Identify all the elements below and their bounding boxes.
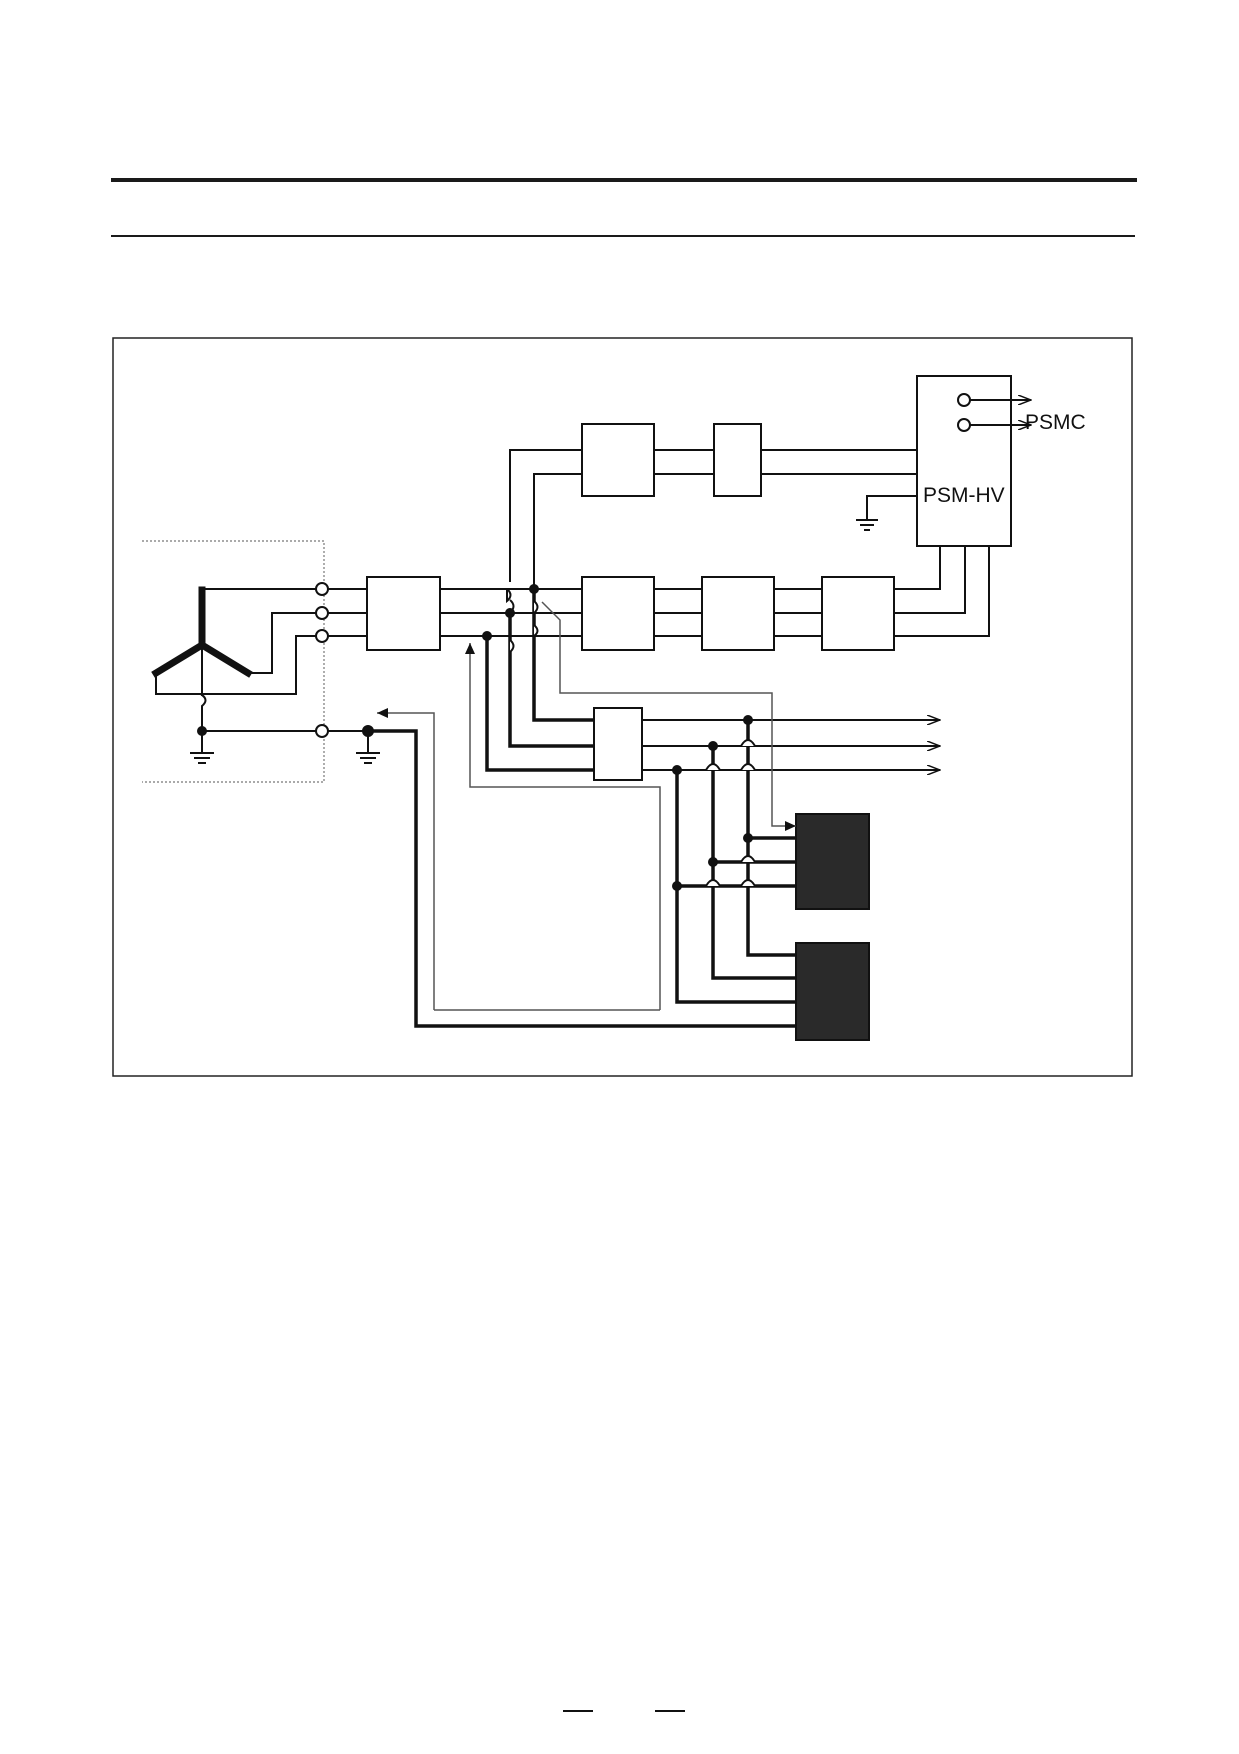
upper-box-1 (581, 423, 655, 497)
header-top-rule (111, 178, 1137, 182)
page-number-left-dash (563, 1710, 593, 1712)
generator-enclosure (142, 540, 325, 783)
psmc-label: PSMC (1025, 411, 1086, 434)
lower-box-1 (581, 576, 655, 651)
ground-icon (856, 495, 917, 531)
generator-star-icon (151, 586, 253, 732)
psmc-outputs (957, 393, 1031, 432)
lower-box-2 (701, 576, 775, 651)
breaker-box (366, 576, 441, 651)
lower-box-3 (821, 576, 895, 651)
relay-box-upper (795, 813, 870, 910)
diagram-frame (112, 337, 1133, 1077)
header-bottom-rule (111, 235, 1135, 237)
relay-box-lower (795, 942, 870, 1041)
ground-icon (190, 726, 214, 764)
psm-hv-label: PSM-HV (923, 484, 1005, 507)
generator-terminals (315, 582, 329, 738)
upper-box-2 (713, 423, 762, 497)
middle-box (593, 707, 643, 781)
ground-icon (356, 725, 380, 764)
page-number-right-dash (655, 1710, 685, 1712)
